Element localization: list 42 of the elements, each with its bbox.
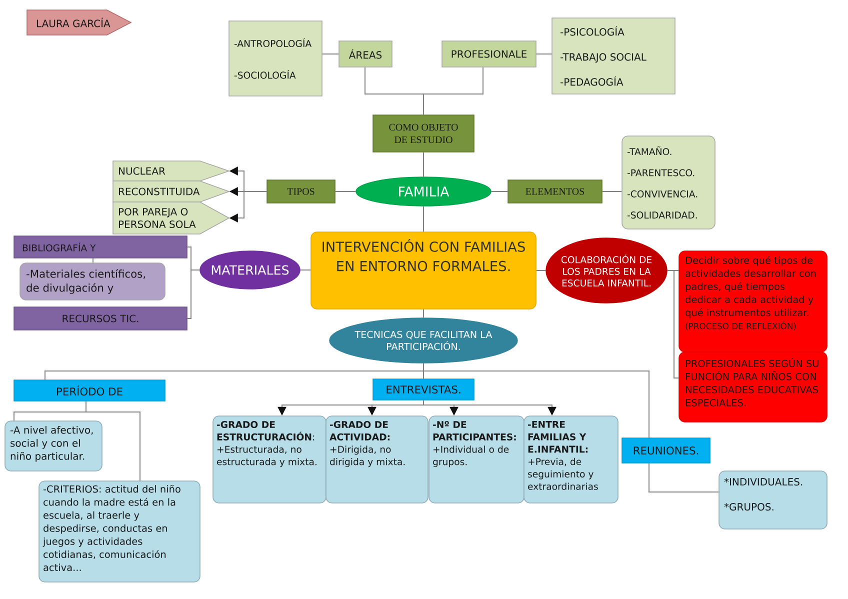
category-box: PROFESIONALE [442, 40, 536, 68]
pointer-box: RECONSTITUIDA [112, 180, 230, 202]
connector-line [490, 191, 508, 192]
list-box: -ANTROPOLOGÍA -SOCIOLOGÍA [228, 20, 322, 96]
resource-box: BIBLIOGRAFÍA Y [14, 236, 188, 258]
list-box: *INDIVIDUALES. *GRUPOS. [718, 470, 828, 530]
list-box: -TAMAÑO. -PARENTESCO. -CONVIVENCIA. -SOLIDARIDAD. [622, 136, 716, 230]
central-box: INTERVENCIÓN CON FAMILIAS EN ENTORNO FORMALES. [310, 232, 536, 310]
connector-line [648, 462, 720, 492]
connector-line [423, 152, 424, 178]
pointer-box: POR PAREJA O PERSONA SOLA [112, 202, 230, 234]
note-box: -Nº DE PARTICIPANTES: +Individual o de grupos. [428, 416, 524, 504]
concept-box: ELEMENTOS [508, 180, 602, 204]
note-box: -GRADO DE ACTIVIDAD: +Dirigida, no dirigida y mixta. [326, 416, 428, 504]
connector-line [666, 270, 680, 378]
note-box: PROFESIONALES SEGÚN SU FUNCIÓN PARA NIÑOS CON NECESIDADES EDUCATIVAS ESPECIALES. [678, 352, 828, 422]
pointer-box: NUCLEAR [112, 160, 230, 182]
category-box: ENTREVISTAS. [372, 378, 474, 400]
resource-box: RECURSOS TIC. [14, 306, 188, 330]
note-box: Decidir sobre qué tipos de actividades desarrollar con padres, qué tiempos dedicar a cada actividad y qué instrumentos utilizar. (PROCESO DE REFLEXIÓN) [678, 250, 828, 352]
note-box: -A nivel afectivo, social y con el niño particular. [4, 420, 102, 472]
connector-line [536, 270, 546, 271]
note-box: -GRADO DE ESTRUCTURACIÓN: +Estructurada, no estructurada y mixta. [212, 416, 326, 504]
connector-line [92, 258, 94, 264]
note-box: -ENTRE FAMILIAS Y E.INFANTIL: +Previa, de seguimiento y extraordinarias [524, 416, 618, 504]
connector-line [423, 362, 650, 438]
name-tag: LAURA GARCÍA [26, 10, 132, 36]
category-box: ÁREAS [338, 40, 392, 68]
connector-line [423, 66, 484, 116]
connector-line [334, 191, 356, 192]
category-box: REUNIONES. [622, 438, 710, 464]
connector-line [186, 270, 200, 319]
list-box: -PSICOLOGÍA -TRABAJO SOCIAL -PEDAGOGÍA [552, 18, 676, 94]
connector-line [423, 206, 424, 232]
connector-line [423, 308, 424, 318]
concept-box: TIPOS [266, 180, 336, 204]
category-box: PERÍODO DE [14, 380, 166, 402]
note-box: -Materiales científicos, de divulgación y [20, 262, 166, 300]
connector-line [86, 400, 140, 482]
note-box: -CRITERIOS: actitud del niño cuando la madre está en la escuela, al traerle y despedirse, conductas en juegos y actividades cotidianas, comunicación activa... [38, 480, 200, 582]
connector-line [602, 191, 622, 192]
concept-box: COMO OBJETO DE ESTUDIO [372, 114, 474, 152]
